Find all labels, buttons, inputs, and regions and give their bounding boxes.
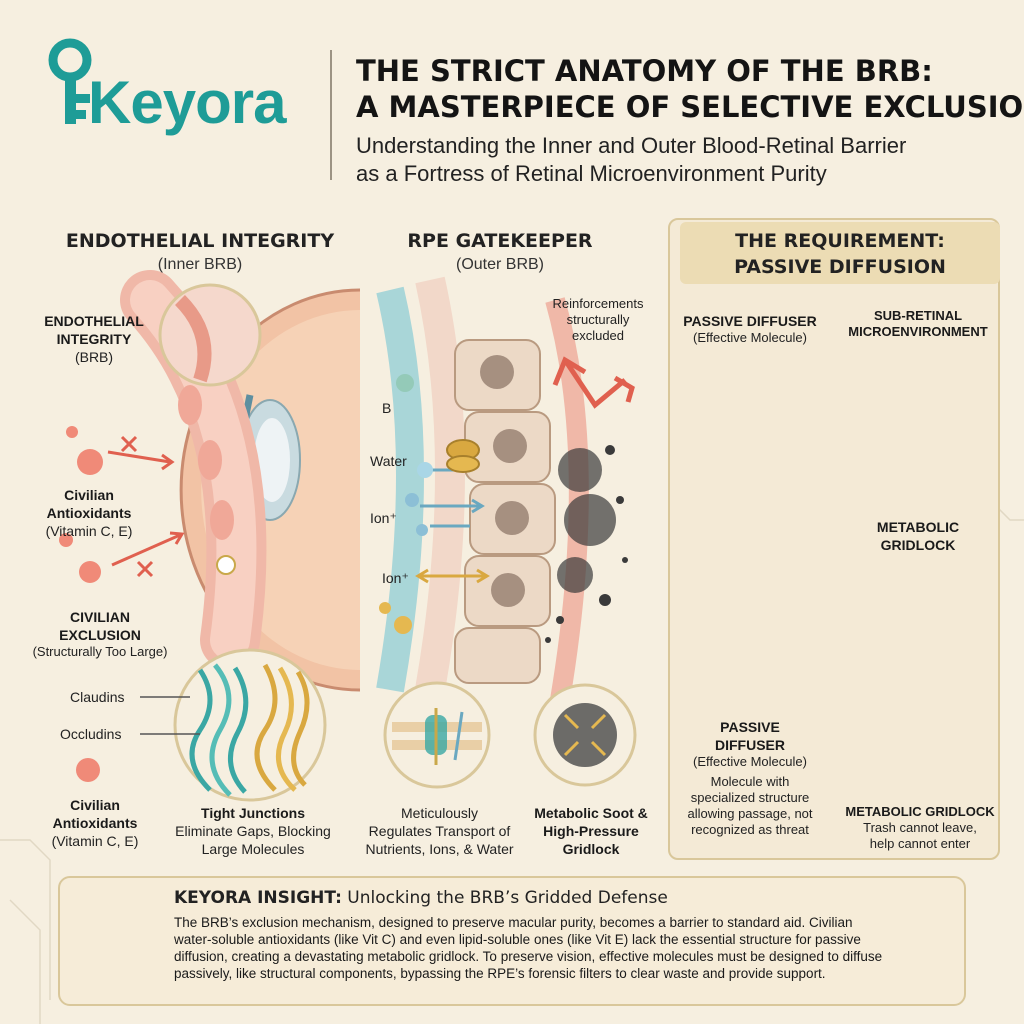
- label-b: B: [382, 400, 392, 416]
- page-title-line2: A MASTERPIECE OF SELECTIVE EXCLUSION: [356, 90, 1024, 124]
- label-ion-2: Ion⁺: [382, 570, 409, 586]
- requirement-title: THE REQUIREMENT: PASSIVE DIFFUSION: [734, 230, 946, 278]
- regulates-caption: Meticulously Regulates Transport of Nutr…: [365, 805, 514, 857]
- claudins-label: Claudins: [70, 689, 125, 705]
- insight-title: KEYORA INSIGHT: Unlocking the BRB’s Grid…: [174, 888, 668, 908]
- header-divider: [330, 50, 332, 180]
- label-water: Water: [370, 453, 407, 469]
- pressure-arrows: [563, 713, 607, 757]
- passive-diffuser-bottom: PASSIVE DIFFUSER (Effective Molecule) Mo…: [687, 719, 813, 837]
- inner-title: ENDOTHELIAL INTEGRITY: [65, 230, 335, 252]
- tight-junction-strands: [189, 663, 310, 797]
- insight-box: [58, 876, 966, 1006]
- tight-junctions-caption: Tight Junctions Eliminate Gaps, Blocking…: [175, 805, 331, 857]
- passive-diffuser-top: PASSIVE DIFFUSER (Effective Molecule): [683, 313, 817, 345]
- transport-arrows: [415, 468, 490, 584]
- metabolic-soot: [545, 445, 628, 643]
- metabolic-gridlock-label: METABOLIC GRIDLOCK: [876, 519, 960, 553]
- requirement-panel: [668, 218, 1000, 860]
- gatekeeper-protein: [446, 439, 480, 473]
- vessel-detail: [174, 295, 212, 383]
- brand-name: Keyora: [88, 69, 286, 136]
- gridlock-caption: METABOLIC GRIDLOCK Trash cannot leave, h…: [845, 804, 995, 851]
- page-title-line1: THE STRICT ANATOMY OF THE BRB:: [356, 54, 933, 88]
- vessel-magnifier: [158, 283, 262, 387]
- civilian-antioxidants-upper: Civilian Antioxidants (Vitamin C, E): [45, 487, 133, 539]
- reinforcement-arrow: [552, 356, 635, 409]
- junction-marker: [216, 555, 236, 575]
- subretinal-label: SUB-RETINAL MICROENVIRONMENT: [848, 308, 988, 339]
- outer-subtitle: (Outer BRB): [455, 256, 544, 273]
- outer-title: RPE GATEKEEPER: [407, 230, 593, 252]
- soot-cluster: [553, 703, 617, 767]
- antioxidant-spheres: [59, 426, 103, 782]
- soot-caption: Metabolic Soot & High-Pressure Gridlock: [534, 805, 648, 857]
- blocked-arrows: [107, 435, 185, 578]
- key-logo-icon: [48, 38, 92, 124]
- page-subtitle-line2: as a Fortress of Retinal Microenvironmen…: [356, 161, 827, 186]
- civilian-antioxidants-lower: Civilian Antioxidants (Vitamin C, E): [51, 797, 139, 849]
- endothelial-tag: ENDOTHELIAL INTEGRITY (BRB): [44, 313, 144, 365]
- page-subtitle-line1: Understanding the Inner and Outer Blood-…: [356, 133, 907, 158]
- reinforcements-label: Reinforcements structurally excluded: [552, 296, 644, 343]
- civilian-exclusion: CIVILIAN EXCLUSION (Structurally Too Lar…: [32, 609, 168, 659]
- insight-body: The BRB’s exclusion mechanism, designed …: [174, 915, 883, 981]
- keyora-logo: Keyora: [36, 34, 316, 136]
- occludins-label: Occludins: [60, 726, 122, 742]
- solute-spheres: [379, 374, 433, 634]
- requirement-header: [680, 222, 1000, 284]
- membrane-channel: [392, 708, 482, 765]
- inner-subtitle: (Inner BRB): [157, 256, 243, 273]
- label-ion-1: Ion⁺: [370, 510, 397, 526]
